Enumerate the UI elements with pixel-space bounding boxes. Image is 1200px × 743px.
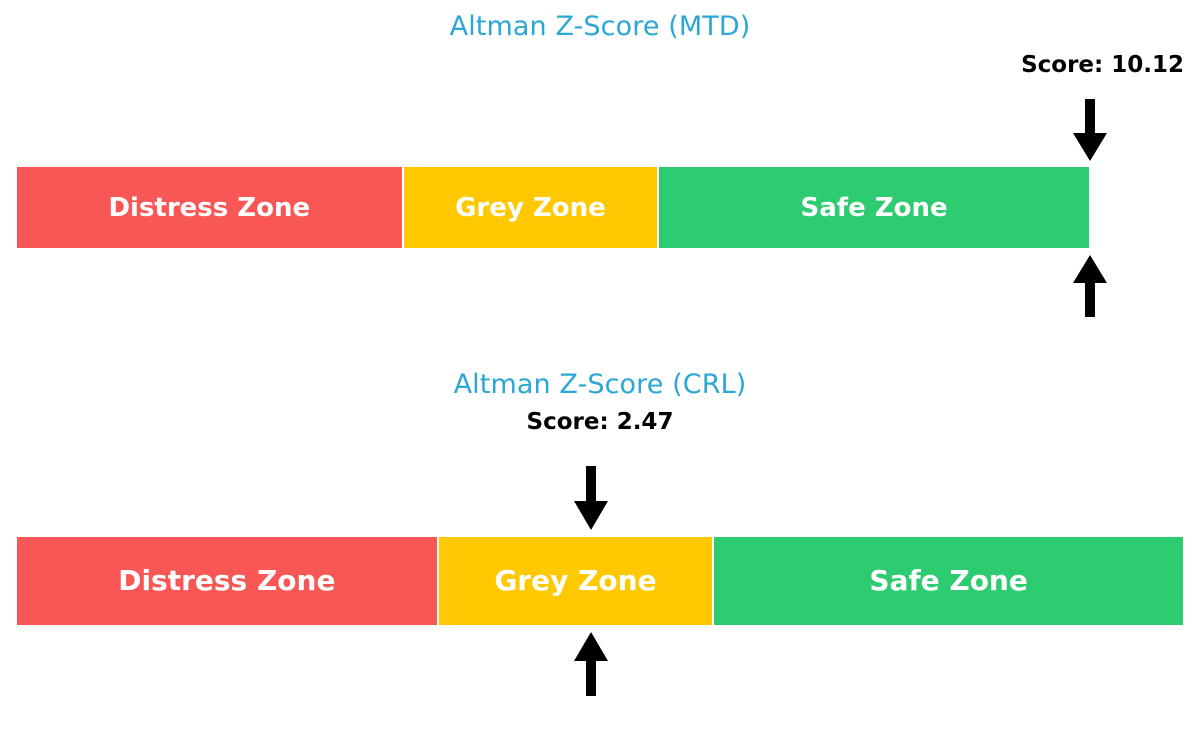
score-label-mtd: Score: 10.12 [1021,52,1184,78]
chart-title-mtd: Altman Z-Score (MTD) [449,11,751,42]
altman-zscore-mtd-panel: Altman Z-Score (MTD) Score: 10.12 Distre… [0,0,1200,350]
zone-safe-crl: Safe Zone [713,536,1184,626]
up-arrow-icon [569,632,613,696]
zone-label: Safe Zone [869,564,1028,597]
zone-label: Distress Zone [118,564,336,597]
zone-label: Distress Zone [108,192,311,223]
down-arrow-icon [569,466,613,530]
score-label-crl: Score: 2.47 [526,409,674,435]
zone-bar-mtd: Distress Zone Grey Zone Safe Zone [16,166,1090,249]
zone-grey-crl: Grey Zone [437,536,714,626]
chart-title-crl: Altman Z-Score (CRL) [453,369,747,400]
zone-safe-mtd: Safe Zone [658,166,1090,249]
zone-distress-mtd: Distress Zone [16,166,403,249]
zone-label: Grey Zone [455,192,606,223]
zone-distress-crl: Distress Zone [16,536,438,626]
altman-zscore-crl-panel: Altman Z-Score (CRL) Score: 2.47 [0,355,1200,743]
up-arrow-icon [1068,255,1112,317]
zone-grey-mtd: Grey Zone [402,166,659,249]
zone-bar-crl: Distress Zone Grey Zone Safe Zone [16,536,1184,626]
down-arrow-icon [1068,99,1112,161]
zone-label: Grey Zone [494,564,657,597]
zone-label: Safe Zone [800,192,948,223]
